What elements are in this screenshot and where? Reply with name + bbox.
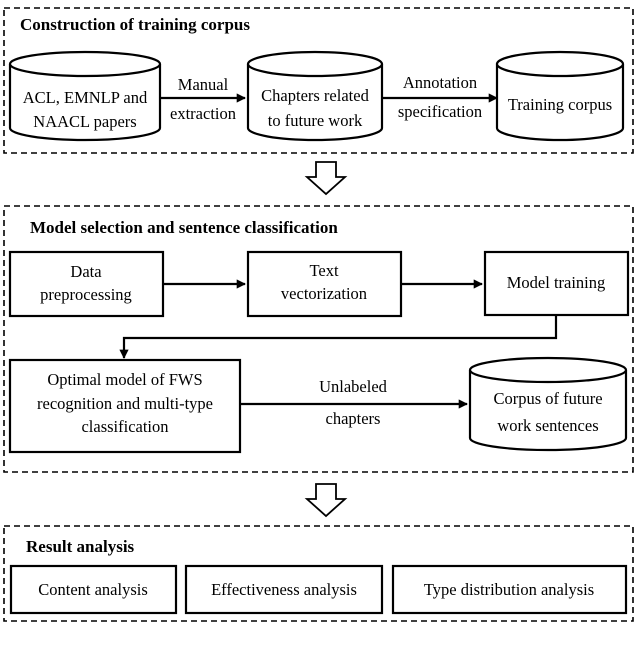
content-analysis-label: Content analysis [38,580,148,599]
papers-label-line2: NAACL papers [33,112,136,131]
flow-down-arrow-2 [304,483,348,518]
training-corpus-label: Training corpus [508,95,612,114]
edge-manual-extraction-line2: extraction [170,104,236,123]
result-section-frame [3,525,634,622]
model-training-label: Model training [507,273,606,292]
papers-cylinder: ACL, EMNLP and NAACL papers [8,50,162,142]
optimal-model-label-line1: Optimal model of FWS [47,370,202,389]
data-preprocessing-label-line1: Data [70,262,102,281]
chapters-label-line1: Chapters related [261,86,369,105]
construction-section-title: Construction of training corpus [20,15,250,34]
content-analysis-box [9,564,178,615]
edge-annotation-specification-line1: Annotation [403,73,477,92]
model-section-frame [3,205,634,473]
optimal-model-box [8,358,242,454]
type-distribution-analysis-box [391,564,628,615]
text-vectorization-label-line1: Text [309,261,339,280]
chapters-cylinder: Chapters related to future work [246,50,384,142]
effectiveness-analysis-label: Effectiveness analysis [211,580,357,599]
data-preprocessing-label-line2: preprocessing [40,285,132,304]
type-distribution-analysis-label: Type distribution analysis [424,580,594,599]
edge-annotation-specification-line2: specification [398,102,482,121]
optimal-model-label-line2: recognition and multi-type [37,394,213,413]
result-section-title: Result analysis [26,537,135,556]
model-training-box [483,250,630,317]
fws-corpus-label-line2: work sentences [497,416,598,435]
flow-down-arrow-1 [304,161,348,196]
edge-unlabeled-chapters-line2: chapters [326,409,381,428]
construction-section-frame [3,7,634,154]
data-preprocessing-box [8,250,165,318]
chapters-label-line2: to future work [268,111,363,130]
edge-training-to-optimal-model [119,315,558,359]
training-corpus-cylinder: Training corpus [495,50,625,142]
fws-corpus-label-line1: Corpus of future [493,389,602,408]
fws-corpus-cylinder: Corpus of future work sentences [468,356,628,452]
papers-label-line1: ACL, EMNLP and [23,88,148,107]
model-section-title: Model selection and sentence classificat… [30,218,338,237]
edge-manual-extraction-line1: Manual [178,75,229,94]
text-vectorization-label-line2: vectorization [281,284,367,303]
edge-unlabeled-chapters-line1: Unlabeled [319,377,388,396]
optimal-model-label-line3: classification [81,417,168,436]
effectiveness-analysis-box [184,564,384,615]
